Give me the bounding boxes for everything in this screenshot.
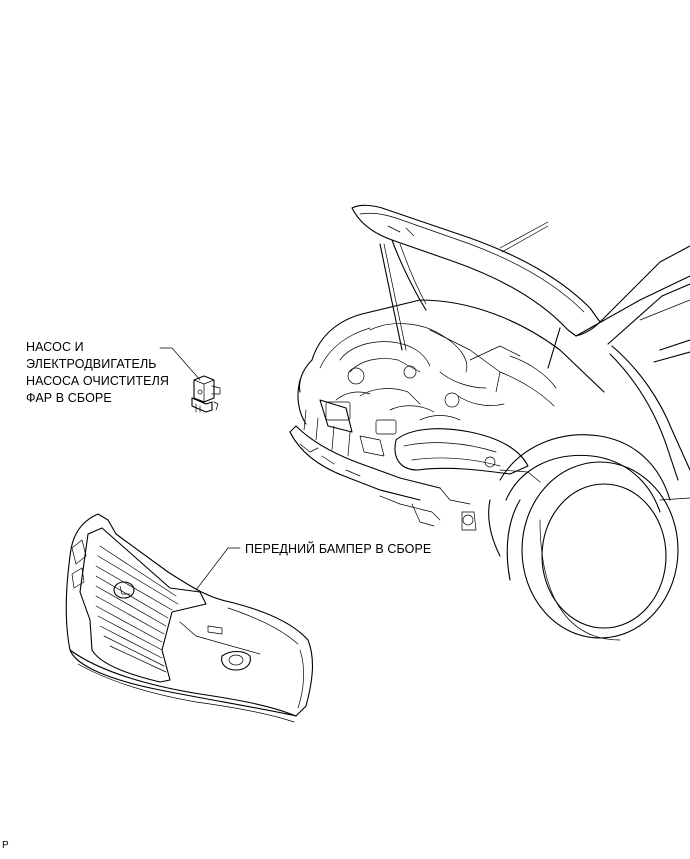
pump-label-line-1: НАСОС И (26, 340, 84, 354)
front-tire (521, 461, 679, 639)
pump-label-line-3: НАСОСА ОЧИСТИТЕЛЯ (26, 374, 170, 388)
engine-bay (311, 299, 605, 393)
corner-mark: P (2, 840, 9, 851)
pump-label-line-2: ЭЛЕКТРОДВИГАТЕЛЬ (26, 357, 157, 371)
grille (79, 527, 207, 683)
bumper-assembly-label: ПЕРЕДНИЙ БАМПЕР В СБОРЕ (245, 542, 432, 556)
bumper-leader-line (195, 547, 241, 591)
front-bumper (65, 513, 313, 723)
windshield-pillar (599, 245, 690, 323)
headlamp (394, 428, 529, 475)
wheel-arch (499, 434, 671, 501)
pump-leader-line (159, 347, 201, 381)
pump-assembly-label: НАСОС И ЭЛЕКТРОДВИГАТЕЛЬ НАСОСА ОЧИСТИТЕ… (26, 339, 169, 407)
headlamp-cleaner-pump (191, 375, 221, 413)
bumper-outline (65, 513, 313, 717)
vehicle-illustration (289, 204, 690, 641)
grille-emblem (113, 581, 135, 599)
fog-lamp (221, 650, 251, 671)
pump-label-line-4: ФАР В СБОРЕ (26, 391, 112, 405)
hood-outline (351, 204, 601, 337)
